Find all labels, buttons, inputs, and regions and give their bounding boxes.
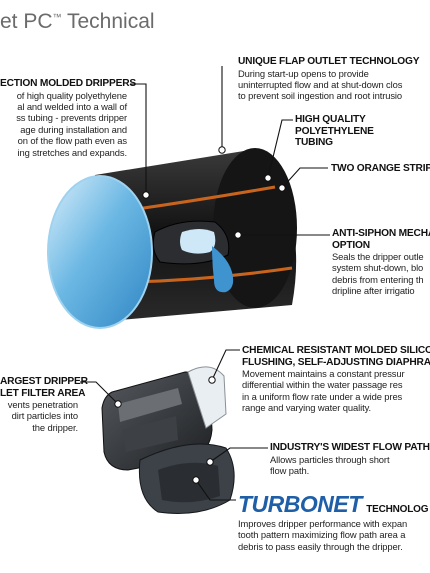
callout-injection-molded: ECTION MOLDED DRIPPERS of high quality p… — [0, 78, 136, 158]
water-ellipse — [48, 176, 152, 328]
callout-flap-line: uninterrupted flow and at shut-down clos — [238, 78, 403, 90]
callout-flowpath-line: flow path. — [270, 464, 310, 476]
callout-filter-line: the dripper. — [32, 421, 78, 433]
callout-turbonet: TURBONET TECHNOLOG Improves dripper perf… — [238, 491, 429, 552]
callout-antisiphon-heading: OPTION — [332, 239, 370, 251]
orange-stripe-bottom — [131, 266, 293, 284]
callout-injection-line: al and welded into a wall of — [17, 100, 127, 112]
orange-stripe-top — [129, 185, 276, 212]
leader-lines — [80, 66, 330, 501]
callout-dots — [114, 146, 286, 484]
callout-polyethylene: HIGH QUALITY POLYETHYLENE TUBING — [295, 114, 374, 149]
leader-polyethylene — [267, 119, 293, 179]
callout-filter-area: ARGEST DRIPPER LET FILTER AREA vents pen… — [0, 376, 88, 433]
page-title: et PC™ Technical — [0, 10, 155, 33]
callout-injection-heading: ECTION MOLDED DRIPPERS — [0, 78, 136, 89]
callout-flow-path: INDUSTRY'S WIDEST FLOW PATH Allows parti… — [270, 442, 430, 476]
leader-filter — [80, 381, 119, 405]
callout-antisiphon-line: system shut-down, blo — [332, 262, 424, 274]
callout-antisiphon-line: debris from entering th — [332, 273, 424, 285]
leader-flowpath — [209, 447, 268, 463]
callout-injection-line: ss tubing - prevents dripper — [16, 112, 127, 124]
callout-antisiphon-line: dripline after irrigatio — [332, 285, 415, 297]
turbonet-logo: TURBONET — [238, 491, 362, 517]
callout-antisiphon-heading: ANTI-SIPHON MECHA — [332, 228, 430, 239]
callout-turbonet-line: debris to pass easily through the drippe… — [238, 540, 403, 552]
callout-flowpath-heading: INDUSTRY'S WIDEST FLOW PATH — [270, 442, 430, 453]
callout-injection-line: ing stretches and expands. — [17, 146, 128, 158]
leader-chemical — [211, 349, 240, 381]
callout-chemical-resistant: CHEMICAL RESISTANT MOLDED SILICON FLUSHI… — [242, 345, 430, 414]
callout-flap-heading: UNIQUE FLAP OUTLET TECHNOLOGY — [238, 56, 420, 67]
callout-chemical-heading: FLUSHING, SELF-ADJUSTING DIAPHRAG — [242, 356, 430, 368]
leader-stripes — [281, 167, 328, 189]
callout-stripes-heading: TWO ORANGE STRIPE — [331, 163, 430, 174]
callout-antisiphon-line: Seals the dripper outle — [332, 251, 424, 262]
callout-chemical-line: differential within the water passage re… — [242, 379, 403, 391]
callout-filter-line: dirt particles into — [11, 410, 78, 422]
callout-chemical-line: range and varying water quality. — [242, 402, 371, 414]
callout-chemical-line: in a uniform flow rate under a wide pres — [242, 390, 403, 402]
callout-flap-outlet: UNIQUE FLAP OUTLET TECHNOLOGY During sta… — [238, 56, 420, 102]
water-drop — [212, 246, 234, 293]
leader-injection — [130, 83, 147, 195]
callout-filter-heading: ARGEST DRIPPER — [0, 376, 88, 387]
callout-chemical-heading: CHEMICAL RESISTANT MOLDED SILICON — [242, 345, 430, 356]
callout-turbonet-line: tooth pattern maximizing flow path area … — [238, 529, 406, 541]
turbonet-suffix: TECHNOLOG — [366, 504, 429, 515]
silicone-diaphragm — [187, 366, 227, 429]
callout-flap-line: During start-up opens to provide — [238, 67, 369, 79]
callout-anti-siphon: ANTI-SIPHON MECHA OPTION Seals the dripp… — [332, 228, 430, 297]
water-cross-section — [47, 175, 153, 329]
callout-polyethylene-heading: HIGH QUALITY — [295, 114, 366, 125]
callout-turbonet-line: Improves dripper performance with expan — [238, 518, 408, 529]
callout-filter-line: vents penetration — [7, 399, 78, 410]
callout-flap-line: to prevent soil ingestion and root intru… — [238, 90, 403, 102]
leader-turbonet — [195, 479, 236, 501]
callout-orange-stripes: TWO ORANGE STRIPE — [331, 163, 430, 175]
callout-injection-line: age during installation and — [20, 123, 127, 135]
tube-end — [213, 148, 297, 308]
outlet — [152, 220, 234, 293]
callout-injection-line: on of the flow path even as — [17, 135, 127, 147]
dripper-parts — [101, 366, 235, 514]
callout-injection-line: of high quality polyethylene — [16, 89, 127, 101]
callout-chemical-line: Movement maintains a constant pressur — [242, 368, 405, 379]
callout-filter-heading: LET FILTER AREA — [0, 387, 86, 399]
callout-polyethylene-heading: POLYETHYLENE — [295, 125, 374, 137]
callout-polyethylene-heading: TUBING — [295, 137, 333, 148]
callout-flowpath-line: Allows particles through short — [270, 453, 390, 465]
